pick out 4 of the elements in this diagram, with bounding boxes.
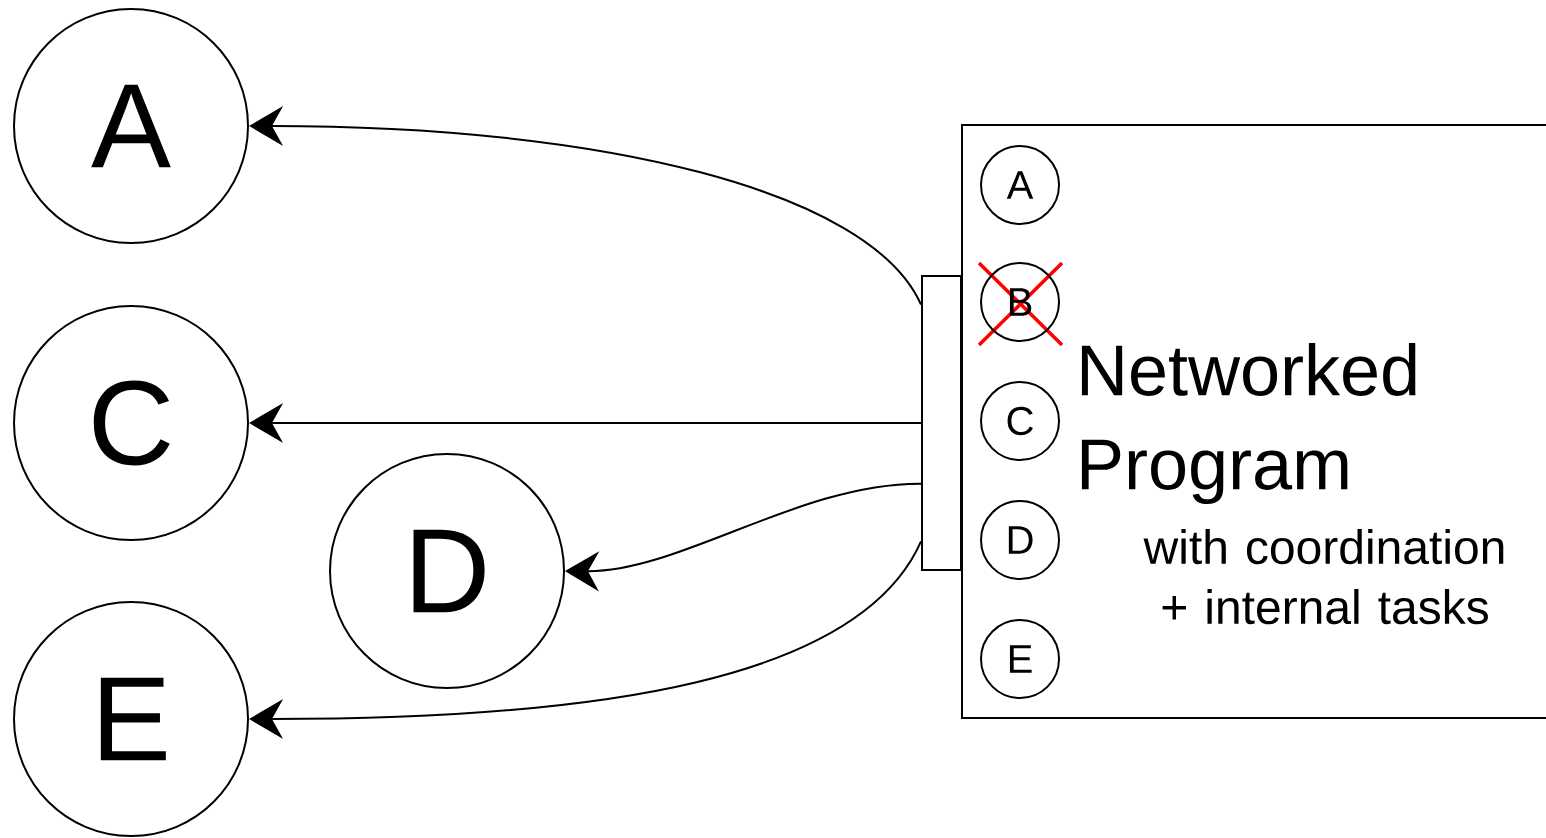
interface-bar	[921, 275, 962, 571]
program-title: Networked Program	[1081, 343, 1416, 505]
program-box	[961, 124, 1546, 719]
program-subtitle: with coordination + internal tasks	[1143, 529, 1504, 625]
